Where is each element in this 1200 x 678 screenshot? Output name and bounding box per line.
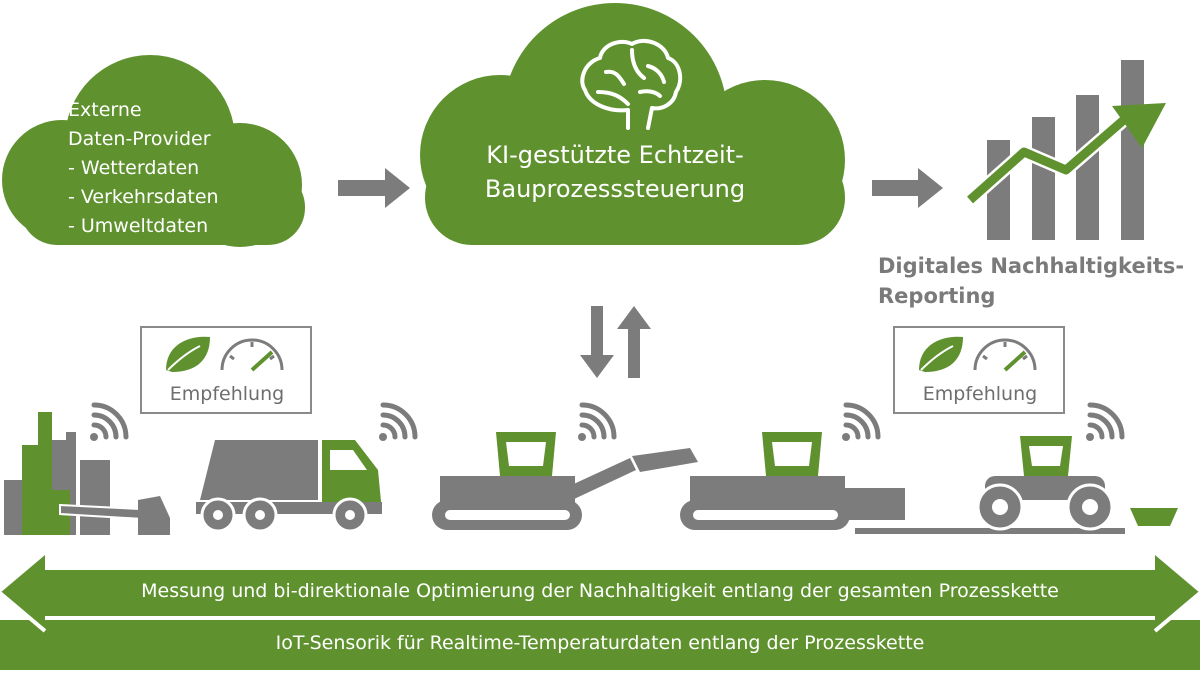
ki-cloud-title: KI-gestützte Echtzeit- Bauprozesssteueru… (440, 138, 790, 206)
bidirectional-arrows-icon (580, 306, 651, 378)
truck-icon (196, 440, 382, 531)
external-data-line-4: - Verkehrsdaten (68, 183, 219, 212)
asphalt-plant-icon (4, 412, 170, 535)
external-data-line-3: - Wetterdaten (68, 154, 219, 183)
reporting-line-2: Reporting (878, 281, 1184, 311)
ki-cloud (420, 3, 845, 245)
road-paver-icon (432, 432, 698, 530)
ki-cloud-line-1: KI-gestützte Echtzeit- (440, 138, 790, 172)
arrow-right-icon (338, 168, 410, 208)
growth-chart-icon (970, 60, 1166, 240)
external-data-line-2: Daten-Provider (68, 125, 219, 154)
reporting-line-1: Digitales Nachhaltigkeits- (878, 251, 1184, 281)
arrow-right-icon-2 (872, 168, 943, 208)
optimization-bar-text: Messung und bi-direktionale Optimierung … (0, 580, 1200, 602)
reporting-label: Digitales Nachhaltigkeits- Reporting (878, 251, 1184, 311)
external-data-line-1: Externe (68, 96, 219, 125)
external-data-line-5: - Umweltdaten (68, 212, 219, 241)
iot-bar-text: IoT-Sensorik für Realtime-Temperaturdate… (0, 632, 1200, 654)
road-roller-icon (978, 436, 1178, 529)
recommendation-label-1: Empfehlung (142, 383, 312, 405)
recommendation-label-2: Empfehlung (895, 383, 1065, 405)
ki-cloud-line-2: Bauprozesssteuerung (440, 172, 790, 206)
external-data-text: Externe Daten-Provider - Wetterdaten - V… (68, 96, 219, 241)
